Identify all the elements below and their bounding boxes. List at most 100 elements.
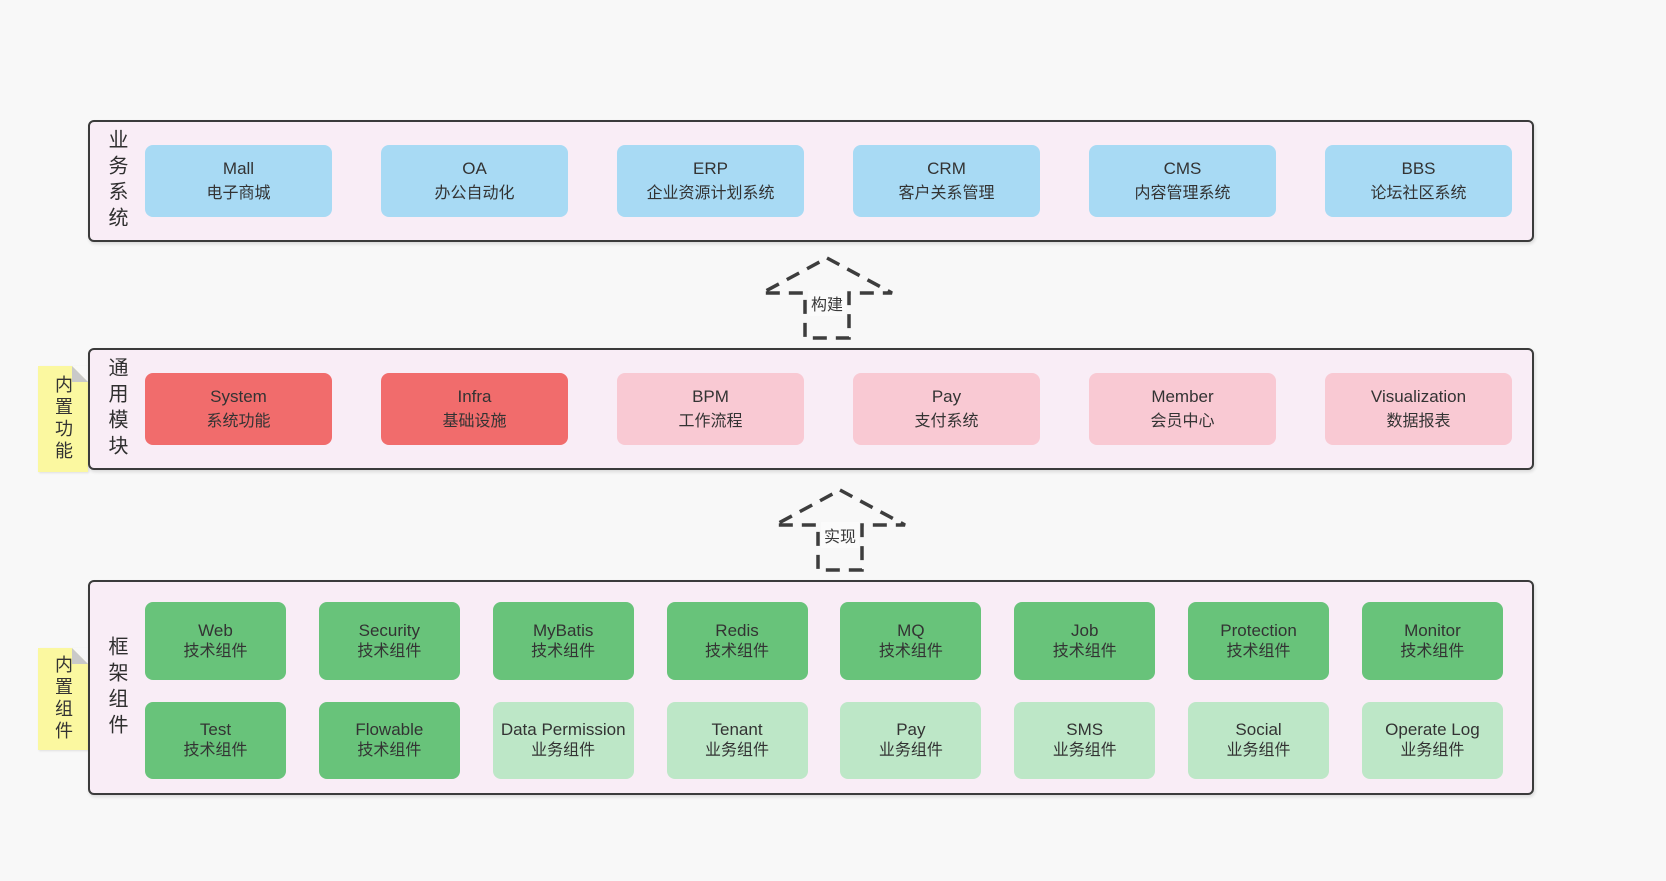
box-subtitle: 系统功能: [206, 412, 271, 430]
box-subtitle: 业务组件: [1400, 742, 1465, 760]
box-subtitle: 技术组件: [531, 642, 596, 660]
box-title: CMS: [1163, 159, 1202, 179]
module-box-flowable: Flowable 技术组件: [318, 702, 460, 779]
layer-label-business: 业务系统: [105, 129, 127, 233]
box-title: Operate Log: [1385, 720, 1480, 740]
builtin-components-tag: 内置组件: [38, 648, 88, 750]
module-box-visualization: Visualization 数据报表: [1325, 373, 1512, 445]
box-subtitle: 技术组件: [183, 642, 248, 660]
module-box-social: Social 业务组件: [1188, 702, 1330, 779]
module-box-redis: Redis 技术组件: [666, 602, 808, 680]
box-title: Infra: [457, 387, 492, 407]
module-box-pay: Pay 支付系统: [853, 373, 1040, 445]
box-title: MQ: [897, 620, 925, 640]
module-box-job: Job 技术组件: [1014, 602, 1156, 680]
module-box-web: Web 技术组件: [145, 602, 286, 680]
build-arrow-label: 构建: [807, 290, 847, 316]
box-subtitle: 技术组件: [705, 642, 770, 660]
module-box-data-permission: Data Permission 业务组件: [492, 702, 634, 779]
module-box-cms: CMS 内容管理系统: [1089, 145, 1276, 217]
module-box-monitor: Monitor 技术组件: [1361, 602, 1503, 680]
module-box-operate-log: Operate Log 业务组件: [1361, 702, 1503, 779]
implement-arrow: 实现: [765, 486, 915, 574]
module-box-tenant: Tenant 业务组件: [666, 702, 808, 779]
box-subtitle: 会员中心: [1150, 412, 1215, 430]
box-subtitle: 技术组件: [183, 742, 248, 760]
box-title: Monitor: [1404, 620, 1461, 640]
box-subtitle: 电子商城: [206, 184, 271, 202]
box-subtitle: 业务组件: [531, 742, 596, 760]
box-subtitle: 技术组件: [878, 642, 943, 660]
box-subtitle: 基础设施: [442, 412, 507, 430]
module-box-crm: CRM 客户关系管理: [853, 145, 1040, 217]
box-title: Security: [358, 620, 421, 640]
box-subtitle: 业务组件: [1226, 742, 1291, 760]
module-box-sms: SMS 业务组件: [1014, 702, 1156, 779]
box-title: Test: [199, 720, 232, 740]
box-subtitle: 技术组件: [1400, 642, 1465, 660]
box-title: BPM: [692, 387, 729, 407]
box-subtitle: 业务组件: [878, 742, 943, 760]
module-box-mybatis: MyBatis 技术组件: [492, 602, 634, 680]
build-arrow: 构建: [752, 254, 902, 342]
module-box-test: Test 技术组件: [145, 702, 286, 779]
box-subtitle: 论坛社区系统: [1370, 184, 1467, 202]
dashed-up-arrow-icon: [761, 256, 893, 340]
box-title: Flowable: [355, 720, 424, 740]
box-subtitle: 技术组件: [1052, 642, 1117, 660]
box-subtitle: 业务组件: [705, 742, 770, 760]
box-subtitle: 技术组件: [357, 642, 422, 660]
module-box-security: Security 技术组件: [318, 602, 460, 680]
box-title: Social: [1235, 720, 1282, 740]
box-subtitle: 办公自动化: [434, 184, 515, 202]
box-subtitle: 数据报表: [1386, 412, 1451, 430]
box-subtitle: 内容管理系统: [1134, 184, 1231, 202]
box-subtitle: 技术组件: [357, 742, 422, 760]
business-box-row: Mall 电子商城 OA 办公自动化 ERP 企业资源计划系统 CRM 客户关系管理 CMS 内容…: [145, 145, 1512, 217]
layer-business-systems: 业务系统 Mall 电子商城 OA 办公自动化 ERP 企业资源计划系统 CRM 客户关系管理…: [88, 120, 1534, 242]
box-title: Protection: [1220, 620, 1297, 640]
box-title: Job: [1071, 620, 1099, 640]
module-box-infra: Infra 基础设施: [381, 373, 568, 445]
builtin-features-tag: 内置功能: [38, 366, 88, 472]
box-title: Pay: [896, 720, 926, 740]
box-title: Web: [198, 620, 233, 640]
implement-arrow-label: 实现: [820, 522, 860, 548]
module-box-oa: OA 办公自动化: [381, 145, 568, 217]
layer-label-common: 通用模块: [105, 357, 127, 461]
box-title: CRM: [927, 159, 966, 179]
box-title: MyBatis: [532, 620, 594, 640]
builtin-features-tag-label: 内置功能: [53, 375, 73, 463]
box-title: Mall: [222, 159, 255, 179]
box-title: Redis: [715, 620, 759, 640]
box-title: OA: [462, 159, 487, 179]
box-subtitle: 企业资源计划系统: [646, 184, 775, 202]
box-title: Member: [1151, 387, 1214, 407]
module-box-bpm: BPM 工作流程: [617, 373, 804, 445]
module-box-mall: Mall 电子商城: [145, 145, 332, 217]
box-title: Tenant: [711, 720, 763, 740]
box-subtitle: 业务组件: [1052, 742, 1117, 760]
box-subtitle: 客户关系管理: [898, 184, 995, 202]
layer-label-framework: 框架组件: [105, 635, 127, 740]
module-box-pay: Pay 业务组件: [840, 702, 982, 779]
box-title: BBS: [1401, 159, 1436, 179]
box-subtitle: 支付系统: [914, 412, 979, 430]
box-title: Visualization: [1370, 387, 1467, 407]
module-box-bbs: BBS 论坛社区系统: [1325, 145, 1512, 217]
box-subtitle: 工作流程: [678, 412, 743, 430]
module-box-erp: ERP 企业资源计划系统: [617, 145, 804, 217]
module-box-mq: MQ 技术组件: [840, 602, 982, 680]
box-title: Pay: [931, 387, 962, 407]
box-title: SMS: [1066, 720, 1104, 740]
box-title: ERP: [693, 159, 728, 179]
dashed-up-arrow-icon: [774, 488, 906, 572]
box-title: Data Permission: [500, 720, 626, 740]
